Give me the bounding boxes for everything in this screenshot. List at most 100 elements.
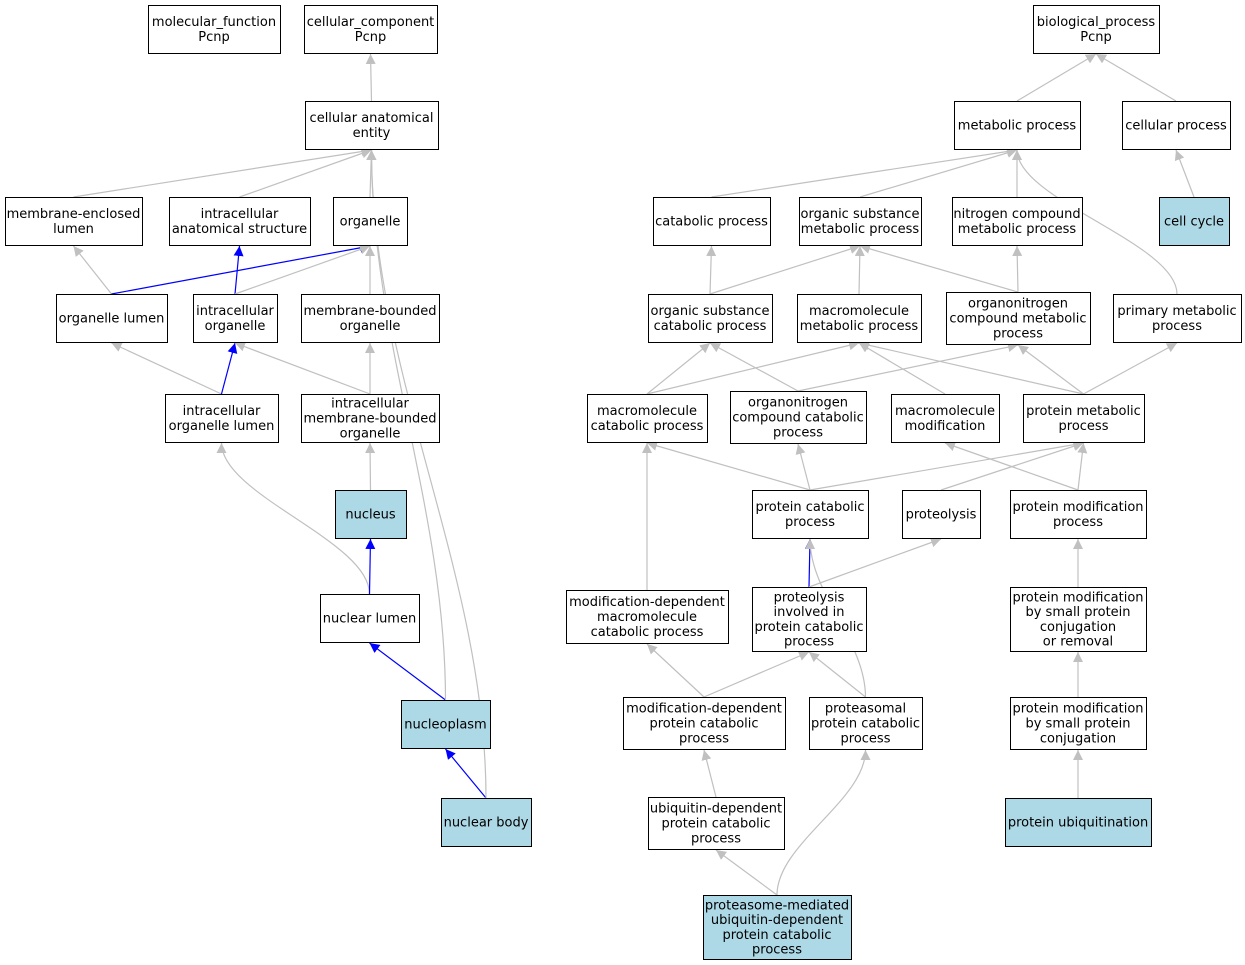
term-label: protein catabolic — [755, 500, 864, 515]
is-a-edge — [858, 342, 946, 395]
nodes-layer: molecular_functionPcnpcellular_component… — [5, 5, 1242, 960]
term-box — [648, 797, 785, 850]
term-label: metabolic process — [958, 222, 1077, 237]
is-a-edge — [646, 440, 811, 491]
term-label: involved in — [773, 605, 844, 620]
term-label: process — [1152, 319, 1202, 334]
is-a-edge — [711, 146, 1018, 198]
term-label: protein metabolic — [1026, 404, 1141, 419]
term-label: catabolic process — [591, 419, 704, 434]
go-term-node: organelle lumen — [56, 294, 168, 343]
go-term-node: nucleus — [335, 490, 407, 539]
highlighted-term-box — [401, 700, 491, 749]
term-label: protein catabolic — [661, 817, 770, 832]
term-box — [587, 394, 708, 443]
term-label: organelle — [340, 215, 401, 230]
is-a-edge — [73, 146, 372, 198]
highlighted-is-a-edge — [365, 538, 376, 595]
term-label: catabolic process — [655, 215, 768, 230]
is-a-edge — [795, 443, 811, 491]
term-label: membrane-bounded — [303, 412, 436, 427]
term-label: ubiquitin-dependent — [650, 802, 782, 817]
highlighted-term-box — [335, 490, 407, 539]
term-label: macromolecule — [895, 404, 995, 419]
term-label: protein modification — [1012, 500, 1143, 515]
term-label: process — [993, 326, 1043, 341]
term-label: protein ubiquitination — [1008, 816, 1148, 831]
is-a-edge — [365, 442, 376, 491]
term-label: protein catabolic — [754, 620, 863, 635]
is-a-edge — [709, 342, 799, 392]
term-box — [1010, 697, 1147, 750]
term-box — [304, 5, 438, 54]
term-box — [5, 197, 143, 246]
term-label: Pcnp — [198, 30, 229, 45]
term-label: compound catabolic — [732, 411, 864, 426]
term-box — [169, 197, 311, 246]
is-a-edge — [646, 340, 860, 395]
is-a-edge — [776, 749, 871, 896]
term-label: protein catabolic — [722, 928, 831, 943]
term-label: process — [785, 515, 835, 530]
term-label: process — [773, 425, 823, 440]
is-a-edge — [1174, 149, 1195, 198]
is-a-edge — [703, 651, 810, 698]
term-label: biological_process — [1037, 15, 1156, 30]
term-label: molecular_function — [152, 15, 276, 30]
is-a-edge — [854, 245, 865, 295]
term-label: protein modification — [1012, 702, 1143, 717]
is-a-edge — [709, 244, 861, 295]
term-box — [1010, 490, 1147, 539]
term-label: organelle — [340, 426, 401, 441]
term-box — [797, 294, 922, 343]
term-label: process — [752, 943, 802, 958]
term-label: nitrogen compound — [953, 207, 1080, 222]
term-box — [148, 5, 281, 54]
is-a-edge — [797, 342, 1019, 392]
go-term-node: cellular process — [1122, 101, 1231, 150]
term-label: ubiquitin-dependent — [711, 913, 843, 928]
term-box — [952, 197, 1083, 246]
term-label: organelle lumen — [59, 312, 165, 327]
term-label: protein catabolic — [811, 717, 920, 732]
highlighted-is-a-edge — [220, 342, 238, 395]
highlighted-term-box — [1005, 798, 1152, 847]
term-box — [946, 292, 1091, 345]
term-box — [799, 197, 922, 246]
is-a-edge — [701, 749, 717, 798]
is-a-edge — [646, 342, 711, 395]
term-label: membrane-enclosed — [7, 207, 141, 222]
term-label: cellular anatomical — [310, 111, 434, 126]
term-label: nucleoplasm — [404, 718, 486, 733]
is-a-edge — [1016, 53, 1097, 102]
term-label: process — [679, 731, 729, 746]
term-label: metabolic process — [800, 319, 919, 334]
term-label: organelle lumen — [169, 419, 275, 434]
is-a-edge — [1017, 344, 1084, 395]
term-label: organelle — [205, 319, 266, 334]
term-label: Pcnp — [1080, 30, 1111, 45]
is-a-edge — [1012, 149, 1178, 295]
go-term-node: nucleoplasm — [401, 700, 491, 749]
term-box — [301, 294, 440, 343]
term-label: nuclear lumen — [323, 612, 416, 627]
go-term-node: modification-dependentmacromoleculecatab… — [566, 590, 729, 644]
go-term-node: protein ubiquitination — [1005, 798, 1152, 847]
term-label: macromolecule — [809, 304, 909, 319]
term-label: proteasome-mediated — [705, 898, 849, 913]
is-a-edge — [859, 243, 1019, 293]
term-label: intracellular — [196, 304, 274, 319]
